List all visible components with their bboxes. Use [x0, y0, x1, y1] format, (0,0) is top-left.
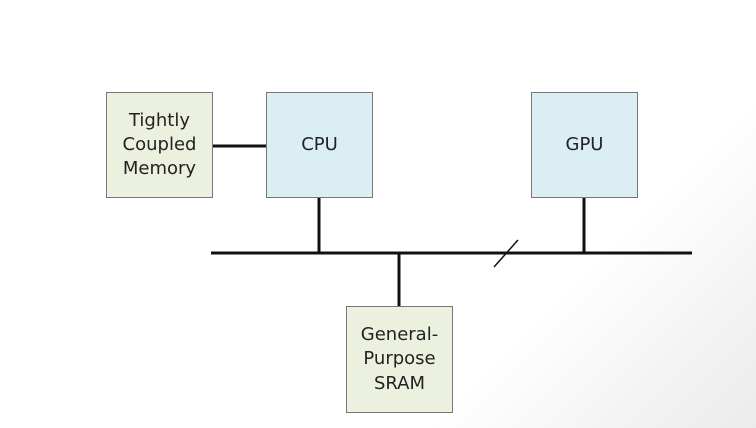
tightly-coupled-memory-box: Tightly Coupled Memory [106, 92, 213, 198]
bus-break-mark [493, 239, 519, 268]
general-purpose-sram-box: General- Purpose SRAM [346, 306, 453, 413]
tightly-coupled-memory-label: Tightly Coupled Memory [122, 109, 197, 180]
gpu-label: GPU [565, 133, 604, 155]
cpu-label: CPU [301, 133, 338, 155]
general-purpose-sram-label: General- Purpose SRAM [360, 324, 439, 394]
cpu-box: CPU [266, 92, 373, 198]
gpu-box: GPU [531, 92, 638, 198]
